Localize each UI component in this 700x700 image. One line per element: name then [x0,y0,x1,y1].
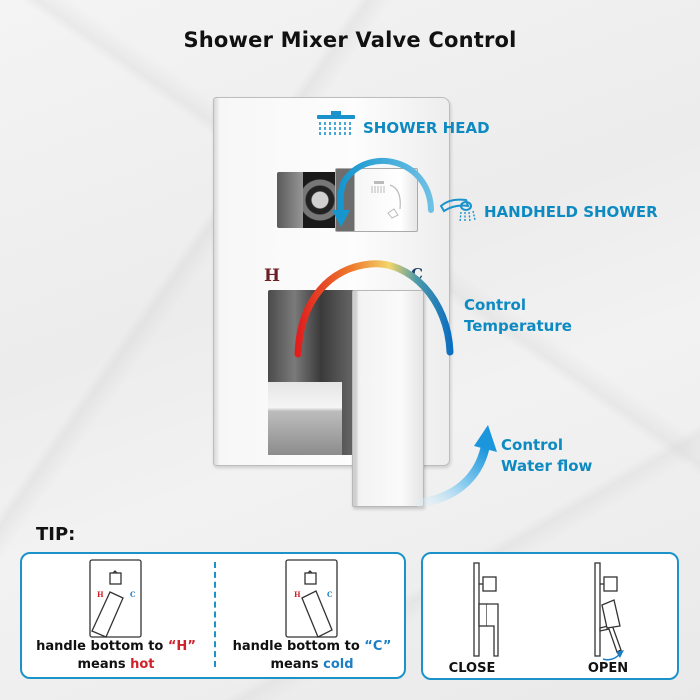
callout-control-temperature: Control Temperature [464,296,572,335]
tip-title: TIP: [36,524,76,545]
callout-shower-head: SHOWER HEAD [363,119,490,137]
tip-divider [214,562,216,667]
diverter-mode-icon [371,181,401,219]
hot-marker: H [264,266,281,286]
tip-cold-caption: handle bottom to “C” means cold [232,639,392,672]
tip-hot-cold-panel [20,552,406,679]
callout-handheld-shower: HANDHELD SHOWER [484,203,658,221]
mixer-handle-lever [352,290,424,507]
diverter-knob [277,168,418,232]
tip-hot-caption: handle bottom to “H” means hot [36,639,196,672]
tip-open-close-panel [421,552,679,680]
close-label: CLOSE [448,661,496,676]
cold-marker: C [411,265,423,283]
page-title: Shower Mixer Valve Control [183,28,517,52]
callout-control-water-flow: Control Water flow [501,436,593,475]
mixer-handle-base [268,290,356,455]
open-label: OPEN [587,661,629,676]
